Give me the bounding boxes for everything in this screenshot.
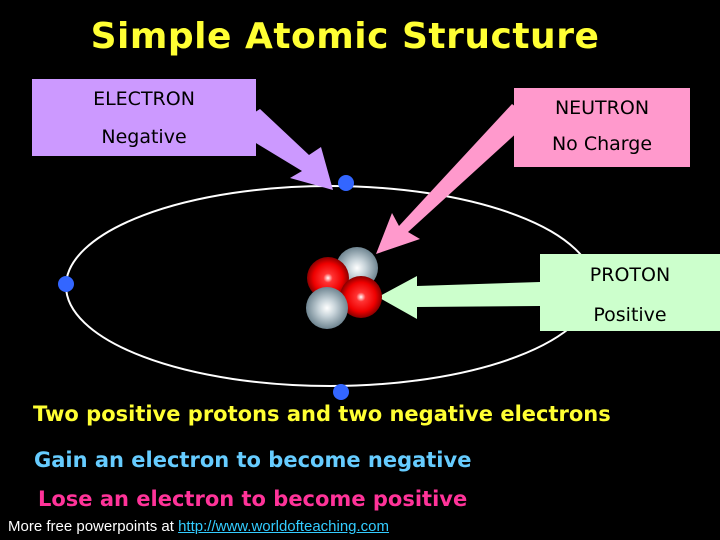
proton-label-name: PROTON xyxy=(589,264,671,286)
proton-pointer-arrow xyxy=(378,276,540,319)
electron-particle xyxy=(338,175,354,191)
electron-label-box: ELECTRON Negative xyxy=(32,79,256,156)
proton-label-box: PROTON Positive xyxy=(540,254,720,331)
bullet-protons-electrons: Two positive protons and two negative el… xyxy=(33,402,611,426)
neutron-label-name: NEUTRON xyxy=(554,97,650,119)
bullet-lose-electron: Lose an electron to become positive xyxy=(38,487,468,511)
slide-title: Simple Atomic Structure xyxy=(90,16,600,57)
neutron-particle xyxy=(306,287,348,329)
footer-text: More free powerpoints at xyxy=(8,518,179,535)
neutron-label-box: NEUTRON No Charge xyxy=(514,88,690,167)
footer-link[interactable]: http://www.worldofteaching.com xyxy=(178,518,390,535)
proton-particle xyxy=(307,257,349,299)
proton-label-charge: Positive xyxy=(593,304,667,326)
footer: More free powerpoints at http://www.worl… xyxy=(8,518,389,535)
electron-label-name: ELECTRON xyxy=(93,88,195,110)
neutron-label-charge: No Charge xyxy=(551,133,653,155)
bullet-gain-electron: Gain an electron to become negative xyxy=(34,448,472,472)
neutron-pointer-arrow xyxy=(376,104,532,254)
proton-particle xyxy=(340,276,382,318)
electron-particle xyxy=(58,276,74,292)
electron-pointer-arrow xyxy=(236,109,333,190)
electron-particle xyxy=(333,384,349,400)
electron-label-charge: Negative xyxy=(101,126,187,148)
